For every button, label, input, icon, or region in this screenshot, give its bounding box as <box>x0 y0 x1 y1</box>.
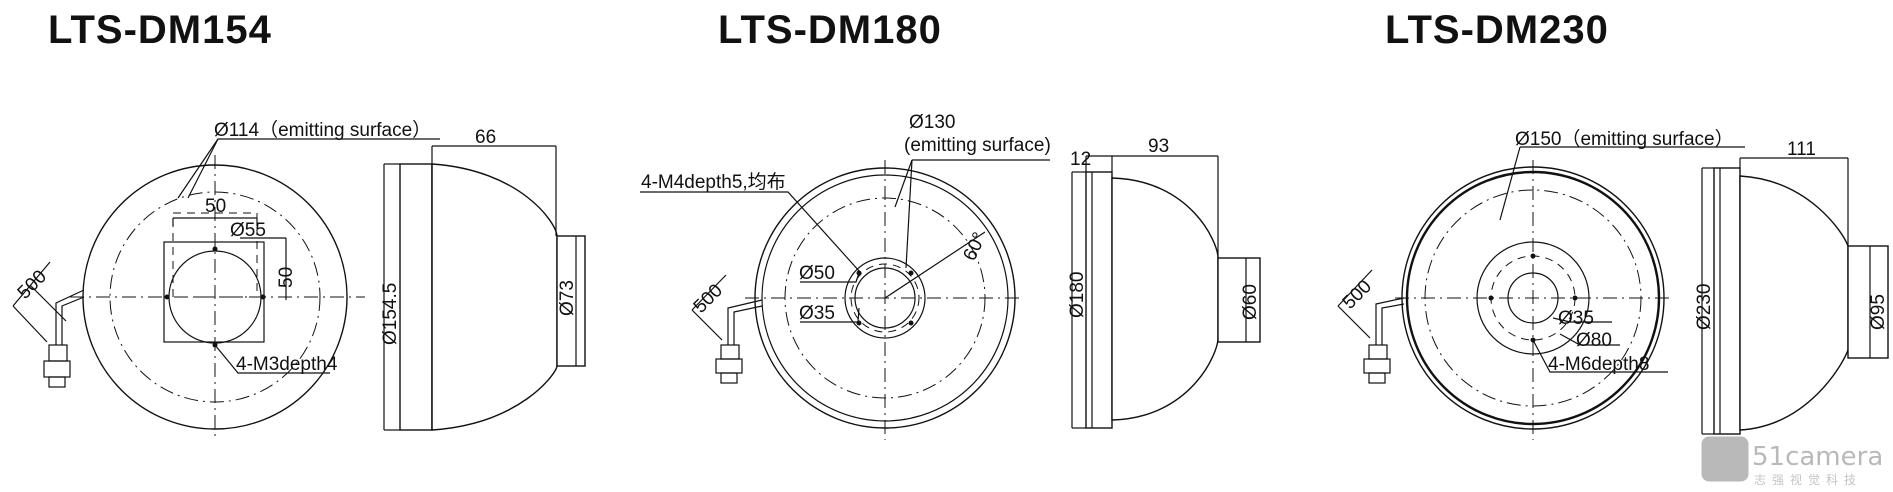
dm230-bolt-circle-label: Ø80 <box>1576 330 1612 351</box>
dm230-outer-label: Ø230 <box>1694 284 1715 330</box>
dm230-length-label: 111 <box>1787 139 1816 160</box>
dm180-length-label: 93 <box>1148 136 1169 157</box>
dm180-cable-label: 500 <box>690 280 727 317</box>
dm154-holes-label: 4-M3depth4 <box>236 354 338 375</box>
dm230-emitting-label: Ø150（emitting surface） <box>1515 128 1734 150</box>
dm180-base-label: Ø60 <box>1240 284 1261 320</box>
dm154-emitting-label: Ø114（emitting surface） <box>214 119 431 141</box>
dm154-base-label: Ø73 <box>557 280 578 316</box>
watermark-brand: 51camera <box>1752 442 1883 472</box>
dm180-inner-label: Ø35 <box>799 303 835 324</box>
title-dm180: LTS-DM180 <box>718 8 942 52</box>
watermark-logo-icon <box>1701 436 1749 482</box>
dm180-front-view <box>640 159 1050 440</box>
title-dm230: LTS-DM230 <box>1385 8 1609 52</box>
dm230-base-label: Ø95 <box>1868 294 1889 330</box>
dm230-inner-label: Ø35 <box>1558 308 1594 329</box>
title-dm154: LTS-DM154 <box>48 8 272 52</box>
dm230-side-view <box>1701 157 1889 435</box>
dm180-emitting-text-label: (emitting surface) <box>904 135 1051 156</box>
dm230-cable-label: 500 <box>1339 276 1376 313</box>
dm180-outer-label: Ø180 <box>1067 272 1088 318</box>
dm180-side-view <box>1071 155 1261 429</box>
dm180-bolt-circle-label: Ø50 <box>799 263 835 284</box>
dm154-length-label: 66 <box>475 127 496 148</box>
dm154-square-v-label: 50 <box>276 267 297 288</box>
dm154-front-view <box>12 138 440 440</box>
dm154-side-view <box>383 145 586 431</box>
dm180-flange-label: 12 <box>1070 149 1091 170</box>
dm154-square-label: 50 <box>205 196 226 217</box>
watermark-sub: 志强视觉科技 <box>1754 472 1862 487</box>
dm230-holes-label: 4-M6depth8 <box>1548 354 1649 375</box>
dm154-inner-label: Ø55 <box>230 220 266 241</box>
dm230-front-view <box>1337 146 1745 440</box>
dm154-outer-label: Ø154.5 <box>380 283 401 345</box>
dm180-holes-label: 4-M4depth5,均布 <box>641 171 786 193</box>
dm180-emitting-dia-label: Ø130 <box>909 112 955 133</box>
